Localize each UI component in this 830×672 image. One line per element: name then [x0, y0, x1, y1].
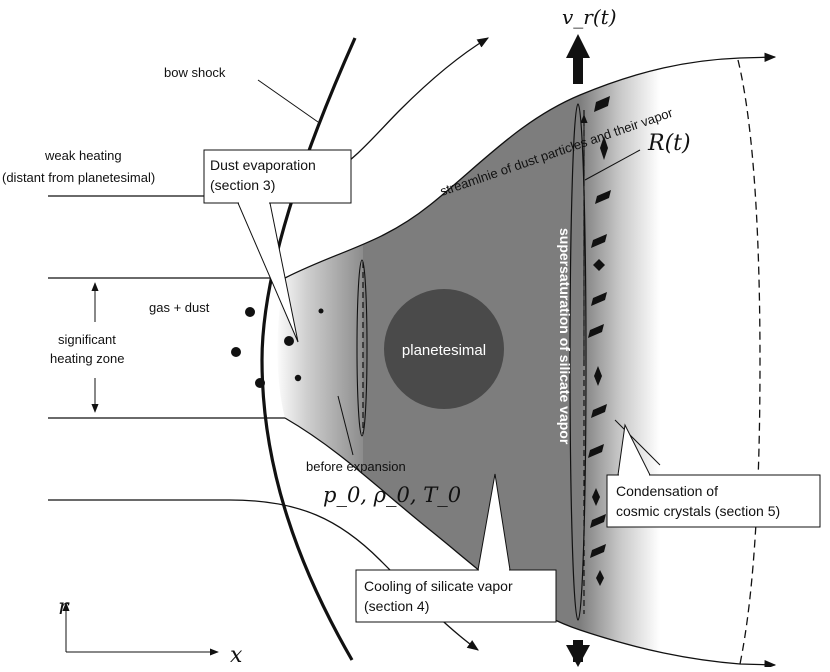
label-initial-state: p_0, ρ_0, T_0	[323, 483, 461, 507]
label-significant: significant	[58, 332, 116, 347]
label-weak-heating: weak heating	[44, 148, 122, 163]
callout-cooling-line1: Cooling of silicate vapor	[364, 578, 513, 594]
callout-condensation: Condensation of cosmic crystals (section…	[606, 423, 821, 528]
callout-cooling: Cooling of silicate vapor (section 4)	[355, 473, 557, 623]
label-gas-dust: gas + dust	[149, 300, 210, 315]
before-expansion-pointer	[337, 395, 354, 456]
planetesimal-body	[384, 289, 504, 409]
radius-label-pointer	[584, 149, 641, 181]
callout-evaporation-line2: (section 3)	[210, 177, 275, 193]
label-before-expansion: before expansion	[306, 459, 406, 474]
dust-particles	[231, 307, 324, 388]
streamline-weak-lower	[48, 499, 479, 651]
label-radius: R(t)	[647, 131, 691, 156]
label-axis-r: r	[58, 595, 70, 620]
bow-shock-curve	[260, 37, 357, 661]
label-weak-heating-sub: (distant from planetesimal)	[2, 170, 155, 185]
cosmic-crystals	[588, 96, 611, 586]
label-planetesimal: planetesimal	[402, 342, 486, 359]
label-heating-zone: heating zone	[50, 351, 124, 366]
velocity-arrow-down	[566, 640, 590, 667]
callout-condensation-line1: Condensation of	[616, 483, 718, 499]
label-radial-velocity: v_r(t)	[562, 5, 617, 29]
label-bow-shock: bow shock	[164, 65, 226, 80]
callout-evaporation-line1: Dust evaporation	[210, 157, 316, 173]
bow-shock-pointer	[257, 79, 319, 123]
condensation-pointer-line	[614, 419, 661, 466]
upper-channel-boundary	[284, 52, 777, 279]
callout-condensation-line2: cosmic crystals (section 5)	[616, 503, 780, 519]
velocity-arrow-up	[566, 34, 590, 84]
outer-expansion-dashed	[737, 59, 761, 665]
front-expansion-ellipse	[356, 259, 368, 437]
label-axis-x: x	[230, 643, 243, 667]
back-expansion-ellipse	[569, 103, 587, 621]
callout-dust-evaporation: Dust evaporation (section 3)	[203, 149, 352, 343]
callout-cooling-line2: (section 4)	[364, 598, 429, 614]
label-supersaturation: supersaturation of silicate vapor	[557, 228, 573, 445]
